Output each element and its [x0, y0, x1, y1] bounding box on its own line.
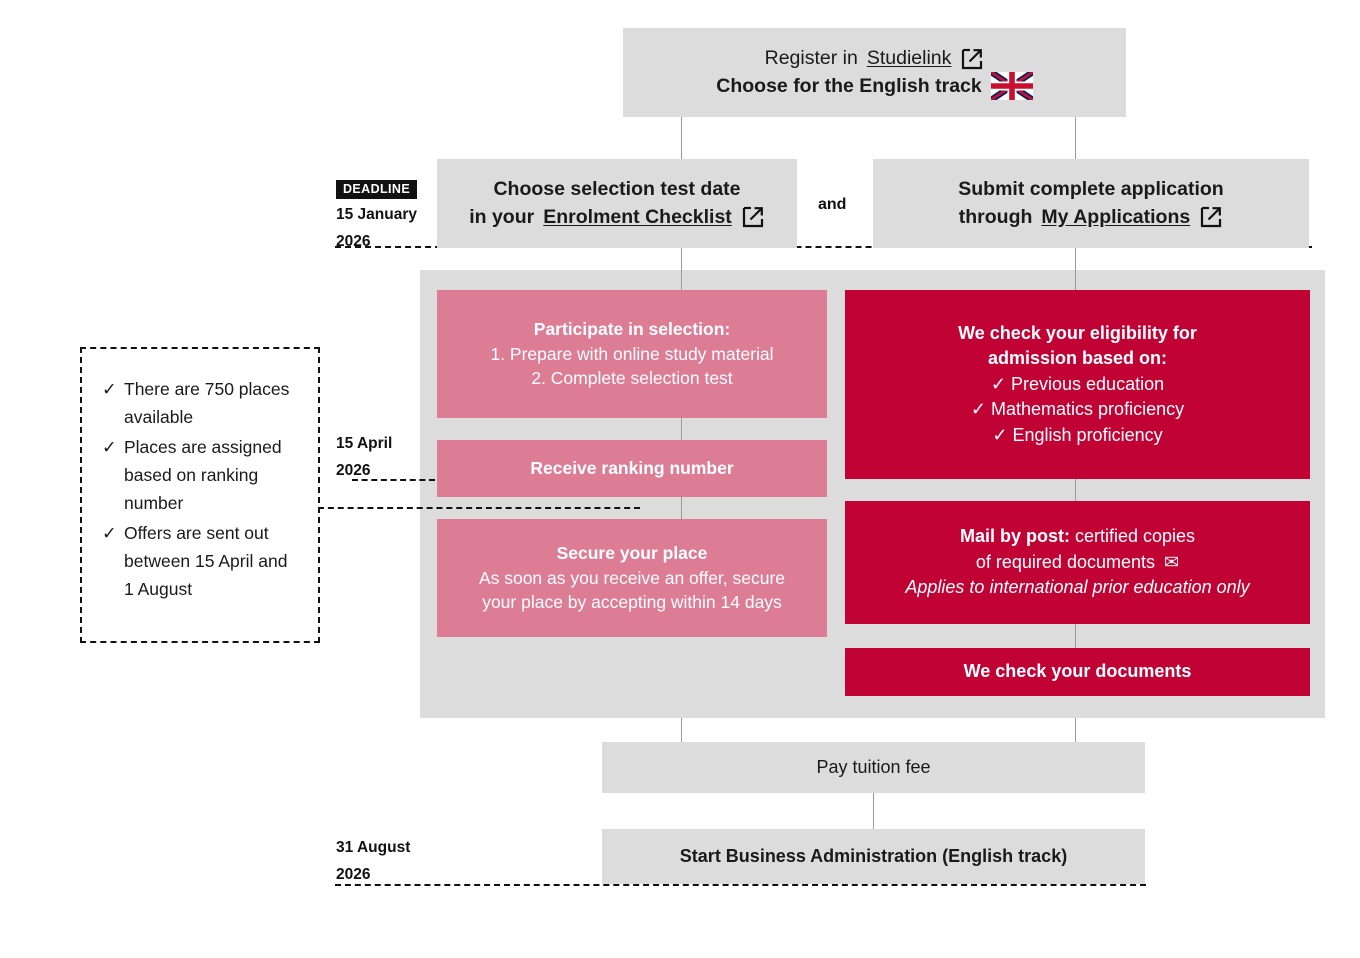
deadline-date-august-line1: 31 August [336, 839, 411, 856]
choose-test-line-2: in your Enrolment Checklist [469, 204, 765, 232]
submit-prefix: through [958, 205, 1033, 228]
connector-left-into-phase [681, 248, 682, 291]
mail-line-1-rest: certified copies [1069, 526, 1196, 547]
check-icon: ✓ [990, 373, 1006, 394]
choose-test-line-1: Choose selection test date [493, 177, 741, 200]
connector-phase-to-tuition-right [1075, 718, 1076, 742]
secure-line-1: As soon as you receive an offer, secure [478, 567, 786, 588]
participate-step-1: 1. Prepare with online study material [490, 343, 774, 364]
external-link-icon[interactable] [960, 47, 984, 71]
mail-line-2: of required documents ✉ [976, 550, 1179, 576]
check-documents-heading: We check your documents [963, 661, 1192, 682]
english-track-label: Choose for the English track [716, 74, 982, 97]
studielink-link[interactable]: Studielink [866, 46, 952, 69]
eligibility-item-label: Mathematics proficiency [991, 399, 1185, 420]
ranking-heading: Receive ranking number [530, 458, 734, 479]
check-icon: ✓ [102, 436, 117, 457]
check-icon: ✓ [970, 399, 986, 420]
deadline-badge: DEADLINE [336, 180, 418, 199]
eligibility-item: ✓ Previous education [991, 372, 1164, 398]
connector-ranking-to-secure [681, 497, 682, 519]
list-item-label: Offers are sent out between 15 April and… [124, 522, 288, 600]
mail-line-2-label: of required documents [975, 551, 1155, 572]
external-link-icon[interactable] [1199, 205, 1223, 229]
step-participate-in-selection: Participate in selection: 1. Prepare wit… [437, 290, 827, 418]
places-info-list: ✓ There are 750 places available ✓ Place… [102, 375, 300, 604]
and-conjunction-label: and [818, 196, 847, 213]
eligibility-item-label: Previous education [1011, 373, 1165, 394]
deadline-date-april-line2: 2026 [336, 461, 371, 479]
envelope-icon: ✉ [1164, 551, 1180, 572]
deadline-date-january: 15 January 2026 [336, 202, 417, 255]
my-applications-link[interactable]: My Applications [1041, 205, 1191, 228]
mail-by-post-label: Mail by post: [959, 526, 1070, 547]
deadline-rule-august [335, 884, 1146, 886]
connector-phase-to-tuition-left [681, 718, 682, 742]
list-item: ✓ There are 750 places available [102, 375, 300, 432]
step-secure-your-place: Secure your place As soon as you receive… [437, 519, 827, 637]
step-pay-tuition-fee: Pay tuition fee [602, 742, 1145, 793]
deadline-date-april-line1: 15 April [336, 435, 393, 452]
register-line-2: Choose for the English track [716, 69, 1035, 103]
uk-flag-icon [988, 69, 1035, 103]
eligibility-item: ✓ English proficiency [992, 423, 1162, 449]
step-start-programme: Start Business Administration (English t… [602, 829, 1145, 884]
step-check-documents: We check your documents [845, 648, 1310, 696]
step-mail-by-post: Mail by post: certified copies of requir… [845, 501, 1310, 624]
eligibility-item-label: English proficiency [1012, 424, 1163, 445]
deadline-date-august: 31 August 2026 [336, 835, 410, 888]
secure-heading: Secure your place [556, 542, 708, 563]
deadline-rule-january [335, 246, 1312, 248]
deadline-rule-april-long [318, 507, 640, 509]
places-info-box: ✓ There are 750 places available ✓ Place… [80, 347, 320, 643]
list-item: ✓ Places are assigned based on ranking n… [102, 433, 300, 518]
register-prefix: Register in [764, 46, 858, 69]
mail-line-1: Mail by post: certified copies [960, 524, 1195, 550]
deadline-rule-april-short [352, 479, 435, 481]
list-item-label: There are 750 places available [124, 379, 290, 428]
mail-note: Applies to international prior education… [905, 577, 1250, 598]
enrolment-checklist-link[interactable]: Enrolment Checklist [543, 205, 732, 228]
choose-test-prefix: in your [469, 205, 535, 228]
secure-line-2: your place by accepting within 14 days [482, 592, 782, 613]
connector-top-to-right [1075, 117, 1076, 159]
check-icon: ✓ [102, 379, 117, 399]
connector-right-into-phase [1075, 248, 1076, 291]
step-receive-ranking-number: Receive ranking number [437, 440, 827, 497]
deadline-date-january-line1: 15 January [336, 206, 417, 223]
step-eligibility-check: We check your eligibility for admission … [845, 290, 1310, 479]
submit-line-1: Submit complete application [958, 177, 1224, 200]
check-icon: ✓ [102, 522, 117, 543]
list-item-label: Places are assigned based on ranking num… [124, 436, 282, 514]
participate-step-2: 2. Complete selection test [531, 368, 733, 389]
deadline-date-august-line2: 2026 [336, 865, 371, 883]
connector-mail-to-check [1075, 624, 1076, 648]
eligibility-heading-line-2: admission based on: [987, 348, 1168, 369]
register-line-1: Register in Studielink [765, 45, 985, 73]
eligibility-heading-line-1: We check your eligibility for [958, 322, 1197, 343]
connector-participate-to-ranking [681, 418, 682, 440]
eligibility-item: ✓ Mathematics proficiency [971, 397, 1184, 423]
list-item: ✓ Offers are sent out between 15 April a… [102, 519, 300, 604]
external-link-icon[interactable] [741, 205, 765, 229]
check-icon: ✓ [992, 424, 1008, 445]
participate-heading: Participate in selection: [533, 318, 731, 339]
connector-eligibility-to-mail [1075, 479, 1076, 501]
connector-tuition-to-start [873, 793, 874, 829]
deadline-date-january-line2: 2026 [336, 232, 371, 250]
pay-tuition-heading: Pay tuition fee [816, 756, 931, 777]
start-programme-heading: Start Business Administration (English t… [679, 845, 1068, 866]
step-register-studielink[interactable]: Register in Studielink Choose for the En… [623, 28, 1126, 117]
connector-top-to-left [681, 117, 682, 159]
step-submit-application[interactable]: Submit complete application through My A… [873, 159, 1309, 248]
step-choose-selection-test-date[interactable]: Choose selection test date in your Enrol… [437, 159, 797, 248]
submit-line-2: through My Applications [959, 204, 1223, 232]
deadline-date-april: 15 April 2026 [336, 431, 392, 484]
